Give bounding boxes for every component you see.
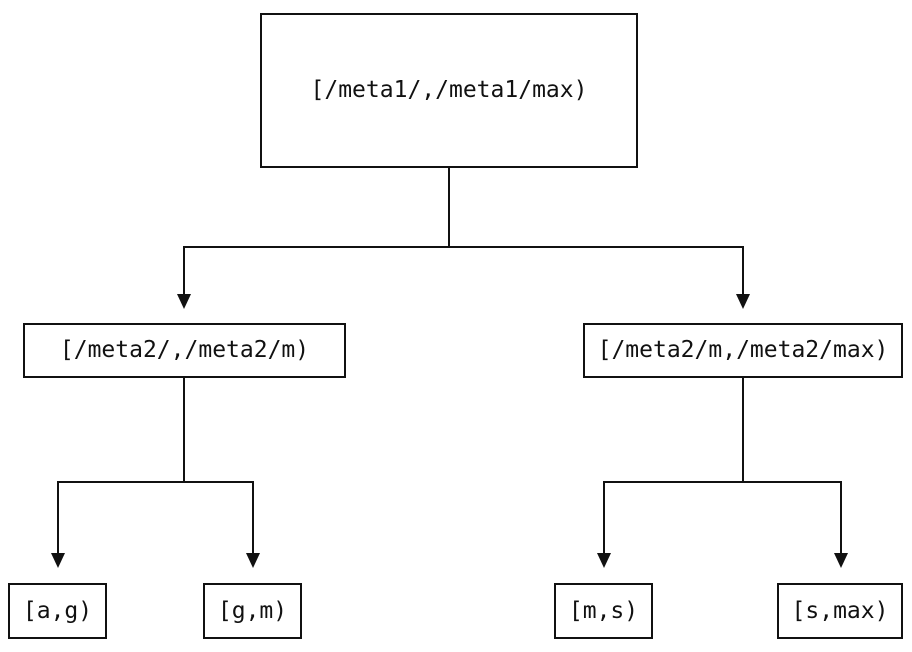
node-leaf-s-max: [s,max) [777,583,903,639]
node-leaf-g-m: [g,m) [203,583,302,639]
node-meta2-low-label: [/meta2/,/meta2/m) [59,337,310,363]
node-leaf-m-s: [m,s) [554,583,653,639]
node-root: [/meta1/,/meta1/max) [260,13,638,168]
node-leaf-g-m-label: [g,m) [217,597,288,624]
node-leaf-a-g: [a,g) [8,583,107,639]
node-leaf-s-max-label: [s,max) [791,597,889,624]
arrowhead-right-node-icon [736,294,750,309]
node-meta2-high-label: [/meta2/m,/meta2/max) [597,337,889,363]
node-root-label: [/meta1/,/meta1/max) [310,77,588,103]
arrowhead-leaf-ms-icon [597,553,611,568]
node-meta2-low: [/meta2/,/meta2/m) [23,323,346,378]
arrowhead-left-node-icon [177,294,191,309]
arrowhead-leaf-gm-icon [246,553,260,568]
node-leaf-m-s-label: [m,s) [568,597,639,624]
node-meta2-high: [/meta2/m,/meta2/max) [583,323,903,378]
arrowhead-leaf-ag-icon [51,553,65,568]
arrowhead-leaf-smax-icon [834,553,848,568]
node-leaf-a-g-label: [a,g) [22,597,93,624]
